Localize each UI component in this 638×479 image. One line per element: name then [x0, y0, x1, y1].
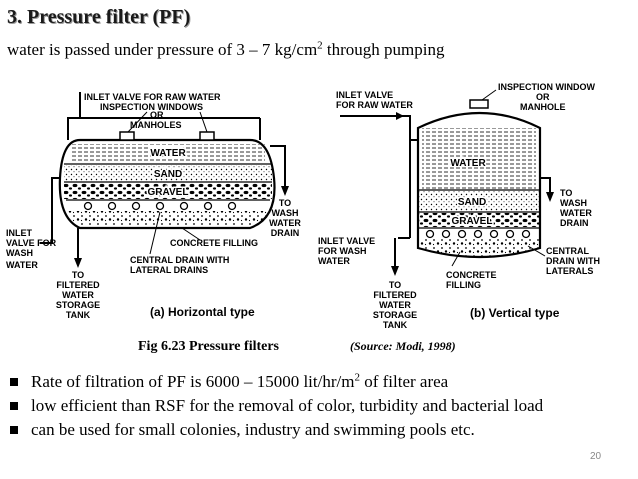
- v-label-concrete-1: CONCRETE: [446, 270, 497, 280]
- v-label-water: WATER: [450, 158, 486, 169]
- h-label-inlet-raw: INLET VALVE FOR RAW WATER: [84, 92, 221, 102]
- h-label-inlet-wash-2: VALVE FOR: [6, 238, 57, 248]
- v-label-wash-2: WASH: [560, 198, 587, 208]
- h-label-wash-2: WASH: [272, 208, 299, 218]
- h-label-gravel: GRAVEL: [148, 187, 189, 198]
- v-label-filtered-1: TO: [389, 280, 401, 290]
- v-label-filtered-3: WATER: [379, 300, 411, 310]
- v-label-filtered-2: FILTERED: [373, 290, 417, 300]
- v-label-inlet-wash-3: WATER: [318, 256, 350, 266]
- h-label-water: WATER: [150, 148, 186, 159]
- v-label-inspection-1: INSPECTION WINDOW: [498, 82, 596, 92]
- h-label-filtered-2: FILTERED: [56, 280, 100, 290]
- h-label-wash-1: TO: [279, 198, 291, 208]
- v-label-wash-3: WATER: [560, 208, 592, 218]
- h-label-concrete: CONCRETE FILLING: [170, 238, 258, 248]
- bullet-item: can be used for small colonies, industry…: [7, 419, 632, 441]
- h-caption: (a) Horizontal type: [150, 305, 255, 319]
- v-label-wash-1: TO: [560, 188, 572, 198]
- bullet-item: low efficient than RSF for the removal o…: [7, 395, 632, 417]
- v-label-concrete-2: FILLING: [446, 280, 481, 290]
- h-label-or: OR: [150, 110, 164, 120]
- h-label-filtered-3: WATER: [62, 290, 94, 300]
- h-label-filtered-5: TANK: [66, 310, 91, 320]
- v-label-drain-1: CENTRAL: [546, 246, 589, 256]
- bullet-list: Rate of filtration of PF is 6000 – 15000…: [7, 371, 632, 443]
- h-label-drain-1: CENTRAL DRAIN WITH: [130, 255, 229, 265]
- h-label-wash-3: WATER: [269, 218, 301, 228]
- h-label-sand: SAND: [154, 169, 182, 180]
- figure-caption: Fig 6.23 Pressure filters: [138, 339, 280, 354]
- slide-subtitle: water is passed under pressure of 3 – 7 …: [7, 40, 445, 60]
- v-label-inlet-raw-2: FOR RAW WATER: [336, 100, 413, 110]
- v-label-filtered-5: TANK: [383, 320, 408, 330]
- bullet-text-end: of filter area: [359, 372, 449, 391]
- slide-title: 3. Pressure filter (PF): [7, 6, 191, 28]
- h-label-filtered-4: STORAGE: [56, 300, 100, 310]
- bullet-square-icon: [10, 402, 18, 410]
- bullet-superscript: 2: [354, 371, 360, 384]
- v-label-wash-4: DRAIN: [560, 218, 589, 228]
- bullet-square-icon: [10, 426, 18, 434]
- subtitle-superscript: 2: [317, 39, 323, 52]
- v-label-drain-2: DRAIN WITH: [546, 256, 600, 266]
- bullet-text: Rate of filtration of PF is 6000 – 15000…: [31, 372, 355, 391]
- v-label-inlet-wash-2: FOR WASH: [318, 246, 367, 256]
- v-label-drain-3: LATERALS: [546, 266, 593, 276]
- v-label-inlet-wash-1: INLET VALVE: [318, 236, 375, 246]
- h-label-wash-4: DRAIN: [271, 228, 300, 238]
- bullet-text: low efficient than RSF for the removal o…: [31, 396, 544, 415]
- v-label-inspection-3: MANHOLE: [520, 102, 566, 112]
- horizontal-filter-diagram: INLET VALVE FOR RAW WATER INSPECTION WIN…: [6, 92, 301, 320]
- h-label-manholes: MANHOLES: [130, 120, 182, 130]
- v-label-filtered-4: STORAGE: [373, 310, 417, 320]
- v-caption: (b) Vertical type: [470, 306, 560, 320]
- pressure-filter-figure: INLET VALVE FOR RAW WATER INSPECTION WIN…: [6, 82, 600, 354]
- v-label-gravel: GRAVEL: [452, 216, 493, 227]
- v-label-inlet-raw-1: INLET VALVE: [336, 90, 393, 100]
- vertical-filter-diagram: INLET VALVE FOR RAW WATER INSPECTION WIN…: [318, 82, 600, 330]
- h-label-inlet-wash-1: INLET: [6, 228, 33, 238]
- h-label-inspection: INSPECTION WINDOWS: [100, 102, 203, 112]
- v-label-inspection-2: OR: [536, 92, 550, 102]
- h-label-filtered-1: TO: [72, 270, 84, 280]
- h-label-inlet-wash-4: WATER: [6, 260, 38, 270]
- v-label-sand: SAND: [458, 197, 486, 208]
- figure-source: (Source: Modi, 1998): [350, 339, 456, 353]
- page-number: 20: [590, 451, 602, 462]
- subtitle-text-end: through pumping: [322, 40, 445, 59]
- h-label-drain-2: LATERAL DRAINS: [130, 265, 208, 275]
- bullet-text: can be used for small colonies, industry…: [31, 420, 475, 439]
- h-label-inlet-wash-3: WASH: [6, 248, 33, 258]
- bullet-square-icon: [10, 378, 18, 386]
- subtitle-text: water is passed under pressure of 3 – 7 …: [7, 40, 318, 59]
- bullet-item: Rate of filtration of PF is 6000 – 15000…: [7, 371, 632, 393]
